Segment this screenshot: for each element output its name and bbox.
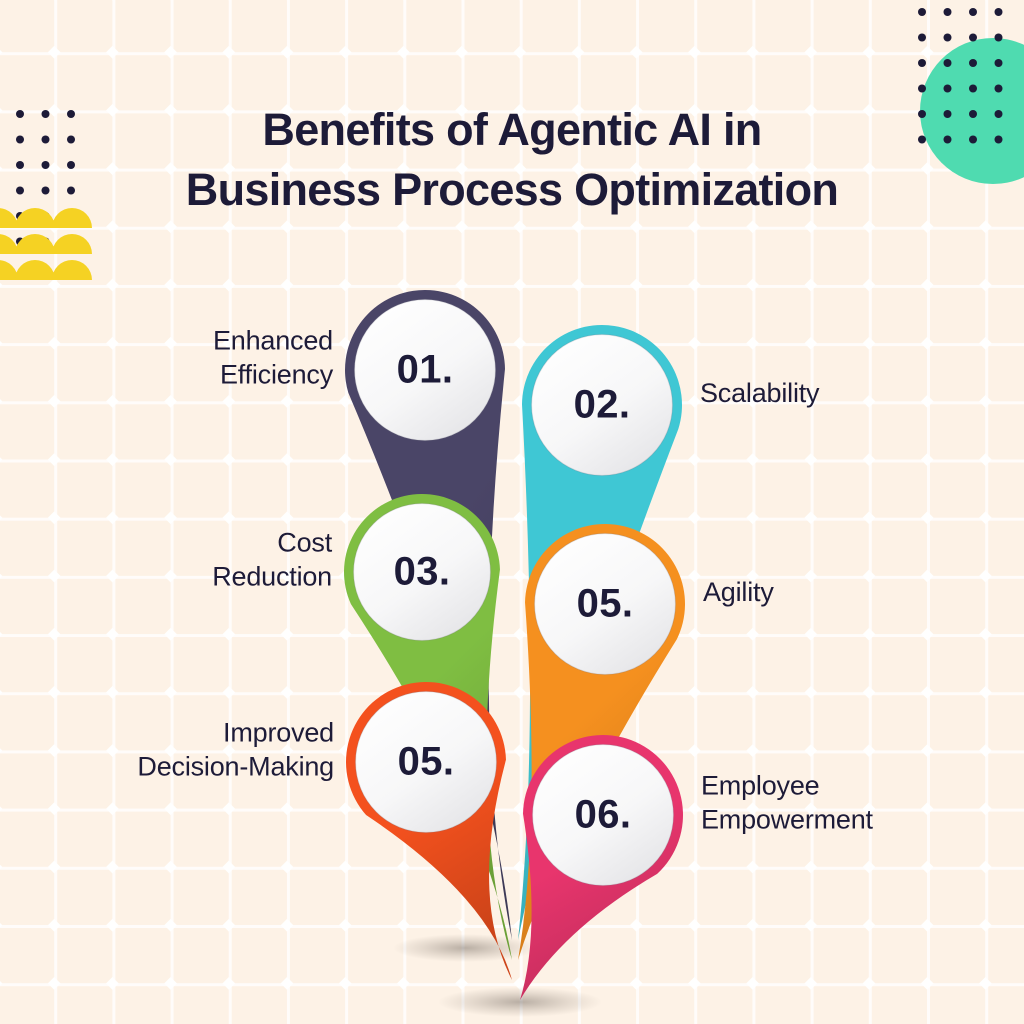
pin-number-3: 03. bbox=[393, 549, 451, 594]
pin-label-2: Scalability bbox=[700, 377, 820, 408]
pin-label-6: Employee Empowerment bbox=[701, 770, 873, 835]
pin-number-2: 02. bbox=[573, 382, 631, 427]
pin-label-5: Improved Decision-Making bbox=[137, 717, 334, 782]
page-title-line-2: Business Process Optimization bbox=[185, 164, 839, 216]
page-title: Benefits of Agentic AI in Business Proce… bbox=[0, 100, 1024, 221]
pin-label-4: Agility bbox=[703, 576, 774, 607]
pin-number-1: 01. bbox=[396, 347, 454, 392]
pin-label-1: Enhanced Efficiency bbox=[212, 325, 333, 390]
pin-number-6: 06. bbox=[574, 792, 632, 837]
pin-label-3: Cost Reduction bbox=[212, 527, 332, 592]
pin-number-5: 05. bbox=[397, 739, 455, 784]
page-title-line-1: Benefits of Agentic AI in bbox=[262, 104, 762, 155]
pin-number-4: 05. bbox=[576, 581, 634, 626]
